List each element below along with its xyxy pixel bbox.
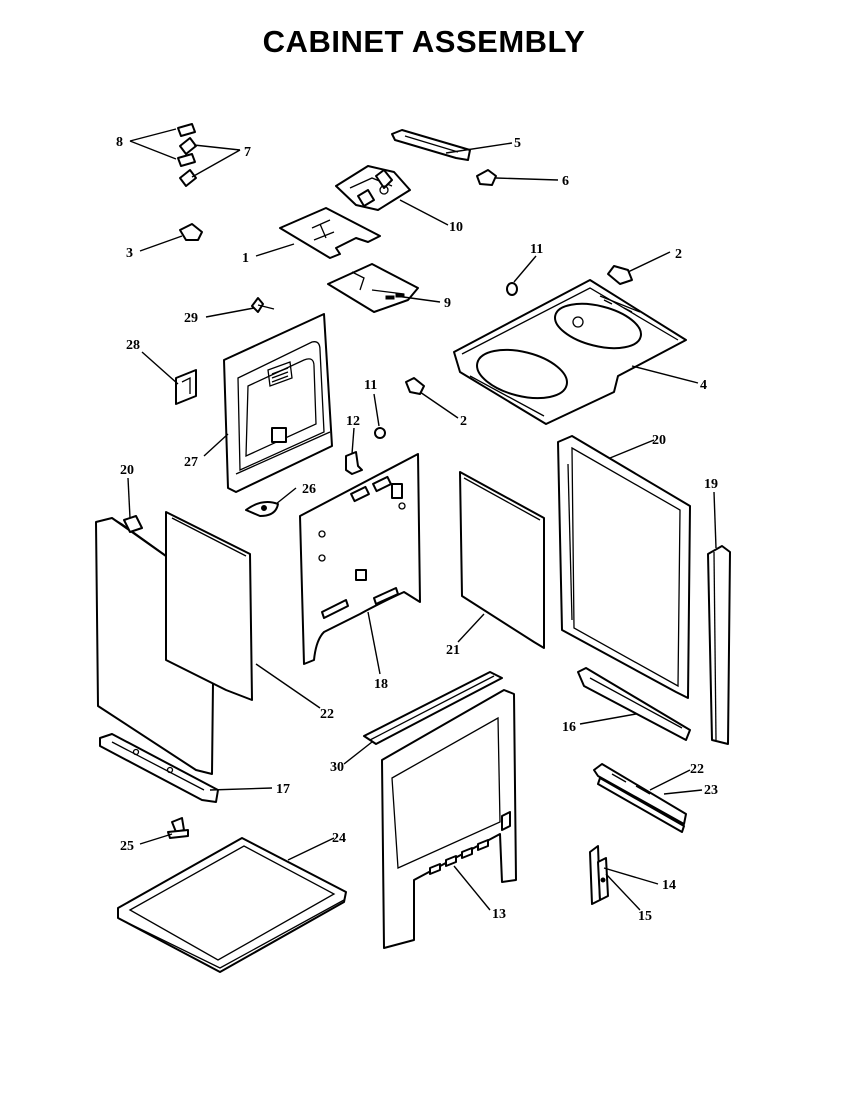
part-2-bracket-lower [405,377,425,395]
callout-17: 17 [276,782,290,797]
callout-4: 4 [700,378,707,393]
part-2-bracket-upper [607,265,633,285]
callout-12: 12 [346,414,360,429]
callout-28: 28 [126,338,140,353]
callout-6: 6 [562,174,569,189]
part-5-bracket [391,129,471,161]
part-16-rail [577,667,691,741]
callout-21: 21 [446,643,460,658]
part-14-15-bracket [589,845,609,905]
callout-9: 9 [444,296,451,311]
part-20-right-side-panel [557,435,691,699]
callout-16: 16 [562,720,576,735]
callout-11-upper: 11 [530,242,543,257]
callout-18: 18 [374,677,388,692]
callout-30: 30 [330,760,344,775]
part-11-grommet-lower [374,427,386,439]
part-29-screw [251,297,275,313]
part-21-right-insulation [459,471,545,649]
callout-19: 19 [704,477,718,492]
callout-2-lower: 2 [460,414,467,429]
part-1-plate [279,207,381,259]
callout-13: 13 [492,907,506,922]
part-3-clip [179,223,203,241]
callout-1: 1 [242,251,249,266]
callout-5: 5 [514,136,521,151]
part-27-inner-panel [223,313,333,493]
callout-26: 26 [302,482,316,497]
part-9-bracket [327,263,419,313]
part-13-front-frame [381,689,517,949]
page-title: CABINET ASSEMBLY [262,24,586,59]
part-24-storage-drawer [117,837,347,973]
leader-lines [127,128,717,911]
part-10-hinge-bracket [335,165,411,211]
callout-24: 24 [332,831,346,846]
part-11-grommet-upper [506,282,518,296]
callout-8: 8 [116,135,123,150]
callout-23: 23 [704,783,718,798]
callout-29: 29 [184,311,198,326]
callout-7: 7 [244,145,251,160]
part-19-trim-strip [707,545,731,745]
callout-15: 15 [638,909,652,924]
callout-14: 14 [662,878,676,893]
callout-10: 10 [449,220,463,235]
part-28-bracket [175,369,197,405]
part-8-clips [177,123,196,167]
callout-20-left: 20 [120,463,134,478]
callout-3: 3 [126,246,133,261]
part-22-23-bracket-assembly [593,763,687,833]
part-17-base-rail [99,733,219,803]
part-18-rear-panel [299,453,421,665]
callout-2-upper: 2 [675,247,682,262]
callout-11-lower: 11 [364,378,377,393]
part-30-front-top-rail [363,671,503,745]
part-6-clip [476,169,497,186]
part-25-leveling-leg [167,817,189,839]
callout-20-right: 20 [652,433,666,448]
part-7-clips [179,137,197,187]
callout-labels: 8 7 5 6 10 3 1 11 2 9 29 4 28 11 2 12 20… [116,135,718,924]
callout-25: 25 [120,839,134,854]
callout-22-right: 22 [690,762,704,777]
callout-27: 27 [184,455,198,470]
part-12-bracket [345,451,363,475]
callout-22-left: 22 [320,707,334,722]
part-22-left-insulation [165,511,253,701]
part-26-lamp-cover [245,501,279,517]
part-4-cooktop-tray [453,279,687,425]
